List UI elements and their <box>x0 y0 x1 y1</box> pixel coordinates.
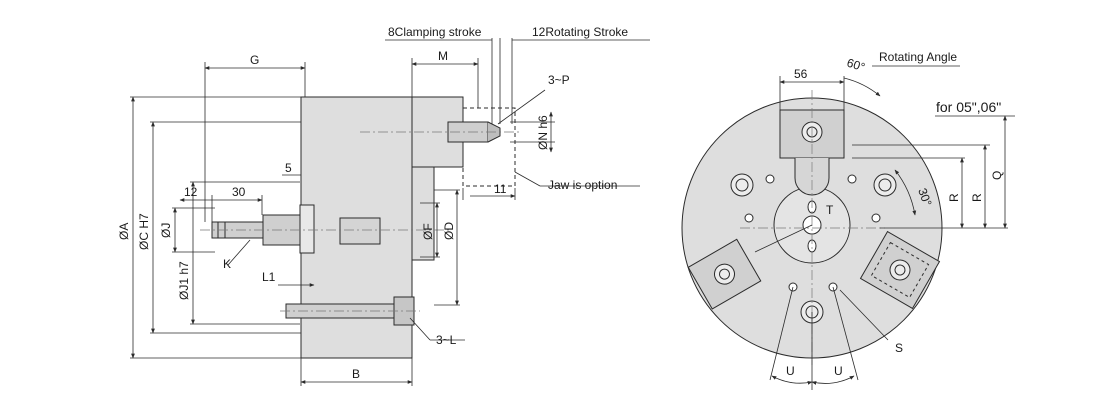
jaw-stub <box>411 166 435 261</box>
inner-piston <box>339 217 381 245</box>
dim-U-right: U <box>834 364 843 378</box>
dim-30-deg: 30° <box>915 186 934 208</box>
dim-A: ØA <box>117 223 131 240</box>
dim-rotating-stroke: 12Rotating Stroke <box>532 25 628 39</box>
dim-B: B <box>352 367 360 381</box>
rotating-angle-label: Rotating Angle <box>879 50 957 64</box>
dim-60-deg: 60° <box>845 56 867 75</box>
jaw-option-note: Jaw is option <box>548 178 617 192</box>
dim-Q: Q <box>990 171 1004 180</box>
dim-U-left: U <box>786 364 795 378</box>
dim-T: T <box>826 203 834 217</box>
hub-flange <box>299 204 315 254</box>
dim-R-inner: R <box>947 193 961 202</box>
dim-J1: ØJ1 h7 <box>177 261 191 300</box>
dim-56: 56 <box>794 67 808 81</box>
dim-5: 5 <box>285 161 292 175</box>
dim-K: K <box>223 257 231 271</box>
dim-C: ØC H7 <box>137 213 151 250</box>
dim-P: 3~P <box>548 73 570 87</box>
dim-D: ØD <box>442 222 456 240</box>
dim-S: S <box>895 341 903 355</box>
dim-F: ØF <box>421 223 435 240</box>
dim-11: 11 <box>494 182 507 196</box>
dim-M: M <box>438 49 448 63</box>
dim-N: ØN h6 <box>536 115 550 150</box>
dim-J: ØJ <box>159 223 173 238</box>
dim-L: 3~L <box>436 333 457 347</box>
optional-jaw-outline <box>462 107 516 187</box>
dim-L1: L1 <box>262 270 276 284</box>
dim-clamping-stroke: 8Clamping stroke <box>388 25 482 39</box>
dim-R-outer: R <box>970 193 984 202</box>
dim-12: 12 <box>184 185 198 199</box>
dim-G: G <box>250 53 259 67</box>
models-note: for 05",06" <box>936 99 1001 115</box>
front-view <box>681 65 1015 390</box>
side-view <box>130 38 650 386</box>
dim-30: 30 <box>232 185 246 199</box>
